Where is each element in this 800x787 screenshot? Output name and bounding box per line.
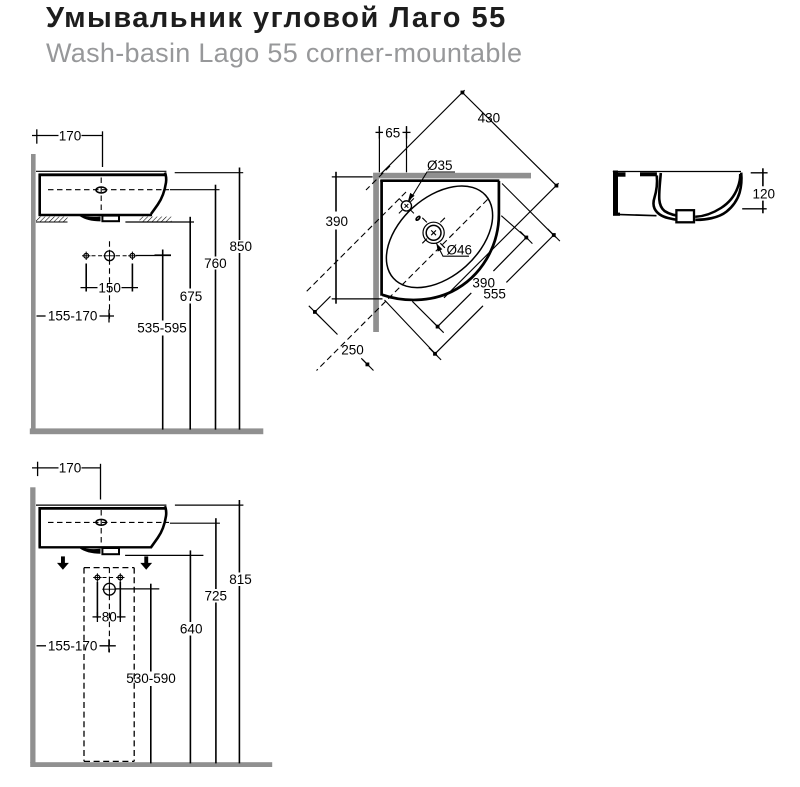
svg-text:850: 850 <box>230 239 253 254</box>
svg-text:390: 390 <box>326 214 349 229</box>
svg-text:430: 430 <box>478 111 501 126</box>
svg-text:760: 760 <box>204 256 227 271</box>
svg-text:170: 170 <box>59 461 82 476</box>
svg-text:390: 390 <box>472 276 495 291</box>
svg-text:725: 725 <box>205 588 228 603</box>
svg-text:Ø35: Ø35 <box>427 158 453 173</box>
svg-text:Wash-basin Lago 55 corner-moun: Wash-basin Lago 55 corner-mountable <box>46 38 522 68</box>
svg-text:815: 815 <box>229 572 252 587</box>
svg-text:170: 170 <box>59 128 82 143</box>
svg-text:675: 675 <box>180 289 203 304</box>
svg-text:555: 555 <box>483 287 506 302</box>
svg-text:120: 120 <box>753 186 776 201</box>
svg-text:155-170: 155-170 <box>48 309 98 324</box>
svg-text:250: 250 <box>341 343 364 358</box>
svg-text:Ø46: Ø46 <box>447 243 473 258</box>
svg-text:80: 80 <box>102 610 117 625</box>
svg-text:530-590: 530-590 <box>126 671 176 686</box>
svg-text:535-595: 535-595 <box>137 321 187 336</box>
svg-text:65: 65 <box>385 125 400 140</box>
svg-text:640: 640 <box>180 621 203 636</box>
svg-text:155-170: 155-170 <box>48 638 98 653</box>
svg-text:Умывальник угловой Лаго 55: Умывальник угловой Лаго 55 <box>46 2 507 34</box>
